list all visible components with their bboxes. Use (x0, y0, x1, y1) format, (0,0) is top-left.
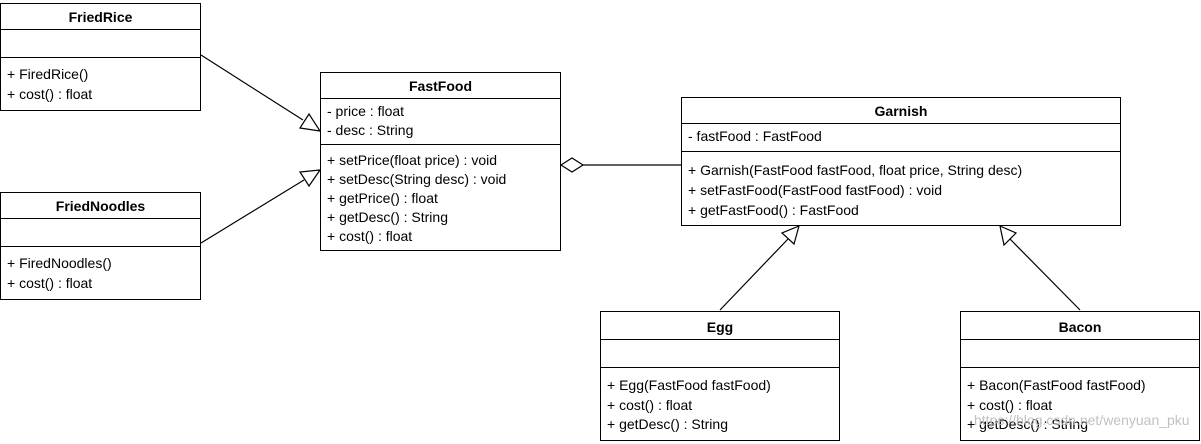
operation: + setFastFood(FastFood fastFood) : void (688, 182, 943, 198)
operation: + setPrice(float price) : void (327, 152, 498, 168)
operation: + getPrice() : float (327, 190, 438, 206)
class-garnish[interactable]: Garnish - fastFood : FastFood + Garnish(… (681, 97, 1121, 226)
generalization-friednoodles-arrowhead (298, 169, 322, 188)
watermark: https://blog.csdn.net/wenyuan_pku (974, 412, 1190, 428)
class-egg[interactable]: Egg + Egg(FastFood fastFood) + cost() : … (600, 311, 840, 441)
generalization-friedrice-line (200, 54, 304, 121)
attribute: - fastFood : FastFood (688, 128, 822, 144)
generalization-egg-line (719, 238, 789, 311)
operation-compartment: + Bacon(FastFood fastFood) + cost() : fl… (961, 368, 1199, 437)
operation: + cost() : float (967, 396, 1053, 413)
operation: + getDesc() : String (607, 416, 728, 432)
operation: + Garnish(FastFood fastFood, float price… (688, 162, 1023, 178)
generalization-friedrice-arrowhead (298, 112, 322, 132)
operation-compartment: + FiredNoodles() + cost() : float (1, 247, 200, 295)
aggregation-diamond (559, 157, 585, 173)
attribute-compartment (1, 219, 200, 247)
operation: + getDesc() : String (967, 416, 1088, 432)
class-friedrice[interactable]: FriedRice + FiredRice() + cost() : float (0, 3, 201, 111)
operation: + cost() : float (7, 85, 93, 102)
attribute-compartment (601, 340, 839, 368)
attribute-compartment: - fastFood : FastFood (682, 124, 1120, 152)
operation-compartment: + Egg(FastFood fastFood) + cost() : floa… (601, 368, 839, 437)
operation: + FiredRice() (7, 66, 89, 82)
attribute-compartment (1, 30, 200, 58)
operation: + cost() : float (607, 396, 693, 413)
class-name: FastFood (321, 73, 560, 99)
class-name: FriedNoodles (1, 193, 200, 219)
class-name: Bacon (961, 312, 1199, 340)
operation: + getFastFood() : FastFood (688, 202, 859, 218)
attribute: - price : float (327, 103, 405, 119)
generalization-friednoodles-line (200, 179, 305, 244)
attribute-compartment: - price : float - desc : String (321, 99, 560, 145)
class-friednoodles[interactable]: FriedNoodles + FiredNoodles() + cost() :… (0, 192, 201, 300)
attribute-compartment (961, 340, 1199, 368)
operation: + cost() : float (7, 274, 93, 291)
attribute: - desc : String (327, 122, 414, 138)
generalization-egg-arrowhead (780, 224, 800, 246)
class-bacon[interactable]: Bacon + Bacon(FastFood fastFood) + cost(… (960, 311, 1200, 441)
class-fastfood[interactable]: FastFood - price : float - desc : String… (320, 72, 561, 251)
operation: + setDesc(String desc) : void (327, 171, 507, 187)
operation: + FiredNoodles() (7, 255, 112, 271)
operation-compartment: + setPrice(float price) : void + setDesc… (321, 145, 560, 248)
generalization-bacon-line (1009, 238, 1081, 311)
class-name: Garnish (682, 98, 1120, 124)
generalization-bacon-arrowhead (999, 224, 1018, 247)
class-name: Egg (601, 312, 839, 340)
operation: + Egg(FastFood fastFood) (607, 377, 771, 393)
operation: + getDesc() : String (327, 209, 448, 225)
operation: + Bacon(FastFood fastFood) (967, 377, 1146, 393)
operation-compartment: + FiredRice() + cost() : float (1, 58, 200, 106)
operation-compartment: + Garnish(FastFood fastFood, float price… (682, 152, 1120, 222)
class-name: FriedRice (1, 4, 200, 30)
operation: + cost() : float (327, 228, 413, 244)
